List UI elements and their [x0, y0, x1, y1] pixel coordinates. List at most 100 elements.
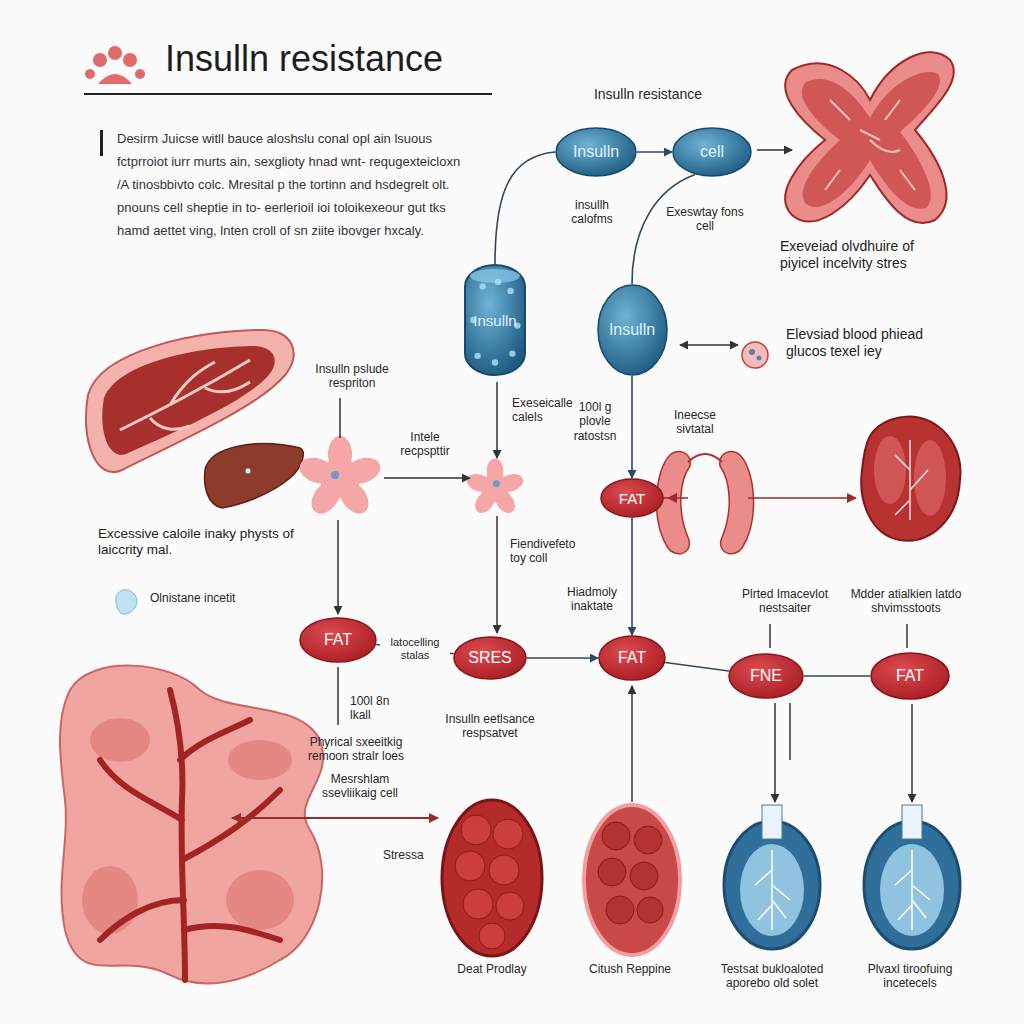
node-label: FAT	[619, 490, 645, 507]
oval-node: FAT	[870, 652, 950, 700]
cell-granule	[606, 896, 634, 924]
cell-body	[864, 821, 960, 949]
oval-node: FAT	[299, 617, 377, 663]
annotation-label: Elevsiad blood phiead glucos texel iey	[786, 326, 931, 360]
ellipse-outline	[871, 653, 949, 699]
annotation-label: Mdder atialkien latdo shvimsstoots	[847, 587, 965, 616]
cell-nucleus	[493, 480, 500, 487]
cell-granule	[634, 826, 662, 854]
organ-shape	[60, 666, 323, 984]
connector	[804, 675, 870, 677]
icon-dot	[757, 356, 762, 361]
leader-line	[337, 667, 339, 725]
organ-texture	[825, 100, 915, 190]
organ-shape	[785, 52, 954, 223]
leader-line	[339, 398, 341, 438]
logo-dot	[108, 46, 122, 60]
node-text-box: Insulln	[597, 284, 668, 376]
probe	[762, 805, 782, 839]
cell-granule	[463, 889, 493, 919]
cell-illustration	[724, 805, 820, 949]
annotation-label: 100l g plovle ratostsn	[567, 400, 623, 443]
ellipse-outline	[300, 618, 376, 662]
organ-vessels	[895, 440, 928, 520]
node-text-box: Insulln	[464, 264, 526, 376]
organ-lobe	[90, 718, 150, 762]
arrow	[757, 149, 792, 151]
annotation-label: Olnistane incetit	[150, 591, 240, 605]
organ-illustration	[785, 52, 954, 223]
annotation-label: Intele recpspttir	[385, 430, 465, 459]
node-label: Insulln	[573, 143, 619, 161]
connector	[631, 518, 633, 635]
arrow	[232, 817, 438, 819]
annotation-label: Plvaxl tiroofuing incetecels	[855, 962, 965, 991]
cell-body	[584, 805, 680, 955]
annotation-label: Exeveiad olvdhuire of piyicel incelvity …	[780, 238, 945, 272]
cell-body	[481, 474, 509, 502]
node-label: Insulln	[609, 321, 655, 339]
liver-dot	[245, 468, 251, 474]
annotation-label: Citush Reppine	[580, 962, 680, 976]
oval-node: FAT	[600, 478, 664, 518]
connector	[527, 657, 598, 659]
ellipse-outline	[729, 654, 803, 698]
arrow	[911, 704, 913, 802]
description-text: Desirm Juicse witll bauce aloshslu conal…	[117, 127, 467, 242]
capsule-dot	[509, 350, 515, 356]
cell-inner	[880, 844, 944, 936]
cell-fibres	[895, 850, 930, 930]
cell-granule	[493, 819, 523, 849]
capsule-dot	[495, 279, 501, 285]
ellipse-outline	[673, 128, 751, 176]
cell-granule	[489, 855, 519, 885]
annotation-label: Fiendivefeto toy coll	[510, 537, 582, 566]
capsule-rim	[470, 269, 520, 283]
cell-granule	[496, 892, 524, 920]
connector	[631, 376, 633, 478]
annotation-label: Phyrical sxeeitkig remoon stralr loes	[291, 735, 421, 764]
capsule-outline	[465, 265, 525, 375]
node-label: SRES	[468, 649, 512, 667]
organ-lobe	[82, 866, 138, 934]
organ-illustration	[861, 416, 960, 540]
icon-circle	[742, 342, 768, 368]
annotation-label: Ineecse sivtatal	[664, 408, 726, 437]
cell-illustration	[864, 805, 960, 949]
logo-body	[98, 74, 132, 84]
cell-illustration	[442, 800, 542, 956]
icon-dot	[749, 349, 755, 355]
organ-vessels	[100, 690, 280, 980]
oval-node: FNE	[728, 653, 804, 699]
ellipse-outline	[599, 636, 665, 680]
arrow	[496, 516, 498, 633]
node-text-box: FNE	[728, 653, 804, 699]
annotation-label: Mesrshlam ssevliikaig cell	[305, 772, 415, 801]
connector	[637, 151, 672, 153]
node-label: FAT	[618, 649, 646, 667]
cell-granule	[602, 822, 630, 850]
leader-line	[769, 624, 771, 648]
annotation-label: Exeswtay fons cell	[665, 205, 745, 234]
organ-lobe	[226, 870, 294, 930]
annotation-label: Testsat bukloaloted aporebo old solet	[710, 962, 834, 991]
annotation-label: 100l 8n lkall	[350, 694, 405, 723]
organ-vessels	[120, 360, 250, 430]
arrow	[748, 497, 856, 499]
node-text-box: FAT	[870, 652, 950, 700]
annotation-label: Insulln resistance	[568, 86, 728, 103]
node-text-box: cell	[672, 127, 752, 177]
organ-lobe	[874, 436, 906, 504]
annotation-label: Insulln eetlsance respsatvet	[428, 712, 552, 741]
arrow	[680, 344, 738, 346]
node-text-box: FAT	[600, 478, 664, 518]
cell-granule	[630, 862, 658, 890]
node-label: FNE	[750, 667, 782, 685]
arrow	[668, 497, 688, 499]
arrow	[774, 703, 776, 802]
oval-node: cell	[672, 127, 752, 177]
organ-tissue	[102, 346, 274, 455]
